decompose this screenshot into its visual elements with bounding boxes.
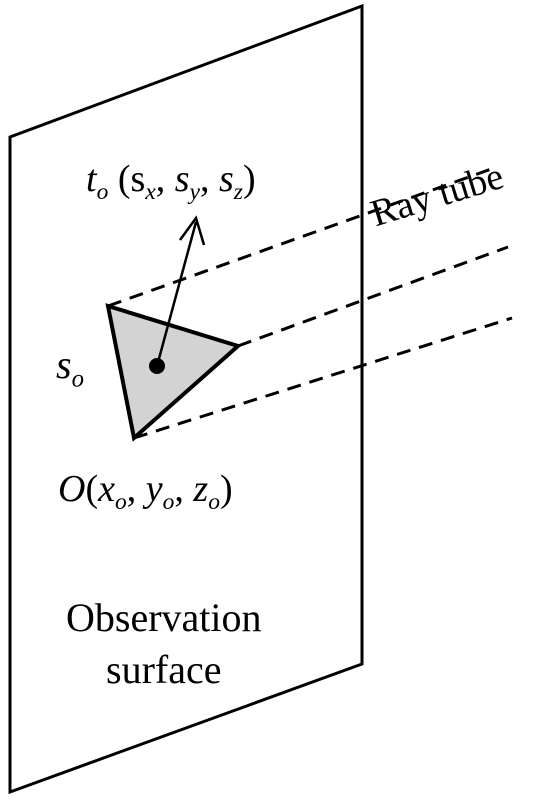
centroid-dot	[149, 358, 165, 374]
ray-tube-line-bottom	[133, 316, 513, 440]
origin-point-label: O(xo, yo, zo)	[58, 468, 233, 516]
observation-surface-plane	[8, 3, 364, 795]
observation-surface-label-line1: Observation	[66, 595, 262, 640]
observation-surface-label-line2: surface	[106, 647, 222, 692]
area-label: so	[56, 342, 84, 393]
direction-arrow-head	[178, 215, 206, 246]
ray-tube-line-middle	[237, 245, 509, 348]
observation-surface-label: Observation surface	[66, 592, 262, 696]
direction-arrow-shaft	[155, 221, 198, 367]
ray-tube-cross-section-triangle	[105, 303, 242, 442]
direction-vector-label: to (sx, sy, sz)	[86, 158, 256, 206]
